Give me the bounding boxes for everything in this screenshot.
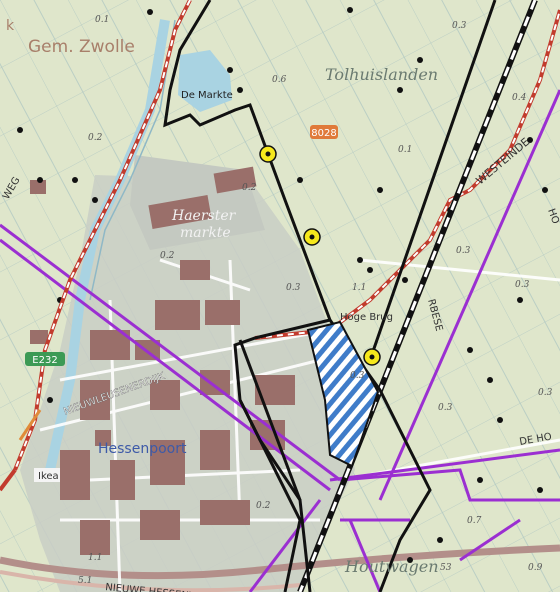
svg-text:0.2: 0.2 bbox=[256, 501, 271, 511]
label-ikea-box: Ikea bbox=[34, 468, 60, 482]
high-voltage-lines bbox=[0, 89, 560, 592]
svg-text:0.9: 0.9 bbox=[528, 563, 543, 573]
label-hessenpoort: Hessenpoort bbox=[98, 441, 187, 457]
label-k: k bbox=[6, 18, 15, 34]
municipal-boundary bbox=[0, 0, 560, 492]
railway-parallel bbox=[368, 0, 497, 361]
pond-de-markte bbox=[178, 50, 232, 112]
label-haerster: Haerster bbox=[171, 208, 237, 224]
label-tolhuislanden: Tolhuislanden bbox=[325, 65, 438, 84]
svg-text:0.3: 0.3 bbox=[456, 246, 471, 256]
route-badge-8028: 8028 bbox=[310, 125, 338, 139]
industrial-buildings bbox=[30, 166, 295, 555]
observation-point-3[interactable] bbox=[363, 348, 381, 366]
svg-text:0.2: 0.2 bbox=[88, 133, 103, 143]
highway-lane bbox=[0, 570, 301, 592]
label-houtwagen: Houtwagen bbox=[344, 557, 439, 576]
svg-text:8028: 8028 bbox=[311, 128, 336, 139]
svg-text:1.1: 1.1 bbox=[352, 283, 366, 293]
svg-text:0.3: 0.3 bbox=[538, 388, 553, 398]
svg-text:1.1: 1.1 bbox=[88, 553, 102, 563]
svg-text:0.7: 0.7 bbox=[467, 516, 482, 526]
svg-text:0.2: 0.2 bbox=[242, 183, 257, 193]
svg-text:0.3: 0.3 bbox=[350, 371, 365, 381]
observation-point-2[interactable] bbox=[303, 228, 321, 246]
svg-text:53: 53 bbox=[440, 563, 452, 573]
svg-text:0.1: 0.1 bbox=[95, 15, 109, 25]
canal-bank bbox=[89, 19, 176, 301]
spot-height-labels: 0.1 0.3 0.6 0.4 0.2 0.1 0.2 0.3 0.2 1.1 … bbox=[78, 15, 553, 586]
svg-text:Ikea: Ikea bbox=[38, 471, 59, 482]
label-nieuwe-hessenweg: NIEUWE HESSENWEG bbox=[105, 582, 213, 592]
highway-a28 bbox=[0, 544, 560, 580]
svg-text:0.6: 0.6 bbox=[272, 75, 287, 85]
railway bbox=[297, 0, 538, 592]
svg-text:0.3: 0.3 bbox=[515, 280, 530, 290]
label-ho-right: HO bbox=[545, 207, 560, 225]
svg-text:0.2: 0.2 bbox=[160, 251, 175, 261]
observation-point-1[interactable] bbox=[259, 145, 277, 163]
svg-text:0.3: 0.3 bbox=[286, 283, 301, 293]
svg-text:0.1: 0.1 bbox=[398, 145, 412, 155]
label-gemeente: Gem. Zwolle bbox=[28, 37, 135, 57]
svg-text:0.3: 0.3 bbox=[452, 21, 467, 31]
hatched-plan-area[interactable] bbox=[306, 320, 380, 468]
label-hoge-brug: Hoge Brug bbox=[340, 312, 393, 323]
svg-text:0.4: 0.4 bbox=[512, 93, 527, 103]
svg-text:0.3: 0.3 bbox=[438, 403, 453, 413]
label-markte: markte bbox=[180, 225, 231, 241]
svg-text:5.1: 5.1 bbox=[78, 576, 92, 586]
label-de-markte: De Markte bbox=[181, 90, 233, 101]
route-badge-e232: E232 bbox=[25, 352, 65, 366]
svg-text:E232: E232 bbox=[32, 355, 57, 366]
